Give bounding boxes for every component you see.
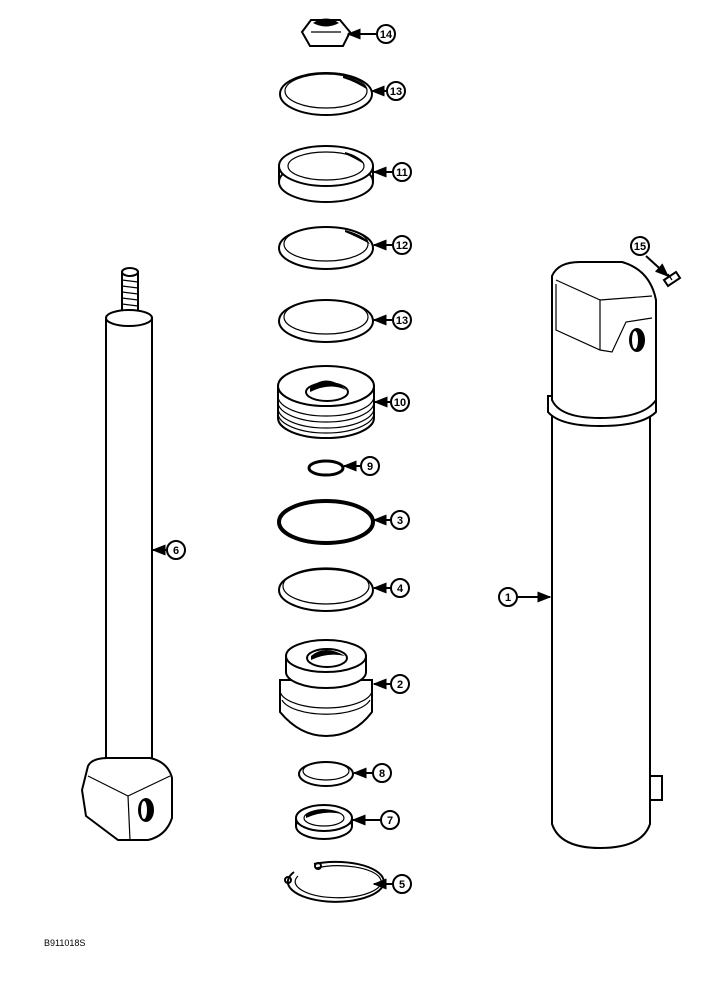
- small-o-ring-part: [307, 459, 345, 477]
- ring-part-4: [278, 567, 374, 612]
- svg-text:7: 7: [387, 815, 393, 827]
- thick-ring-part-7: [295, 804, 353, 840]
- svg-text:3: 3: [397, 515, 403, 527]
- ring-part-13-middle: [278, 299, 374, 343]
- ring-part-13-top: [279, 72, 373, 116]
- cylinder-barrel-part: [547, 261, 663, 850]
- callout-13-top: 13: [386, 81, 406, 101]
- svg-text:8: 8: [379, 768, 385, 780]
- ring-part-12: [278, 226, 374, 270]
- callout-7: 7: [380, 810, 400, 830]
- callout-14: 14: [376, 24, 396, 44]
- svg-text:10: 10: [394, 397, 406, 409]
- callout-3: 3: [390, 510, 410, 530]
- callout-10: 10: [390, 392, 410, 412]
- ring-part-8: [298, 761, 354, 787]
- piston-part: [277, 365, 375, 439]
- thick-ring-part: [278, 145, 374, 203]
- callout-6: 6: [166, 540, 186, 560]
- callout-15: 15: [630, 236, 650, 256]
- callout-9: 9: [360, 456, 380, 476]
- figure-code: B911018S: [44, 938, 86, 948]
- snap-ring-part: [284, 860, 385, 903]
- svg-text:13: 13: [396, 315, 408, 327]
- callout-11: 11: [392, 162, 412, 182]
- svg-text:15: 15: [634, 241, 646, 253]
- leader-15: [645, 255, 670, 277]
- svg-text:13: 13: [390, 86, 402, 98]
- svg-text:6: 6: [173, 545, 179, 557]
- svg-text:4: 4: [397, 583, 404, 595]
- o-ring-part-3: [277, 499, 375, 545]
- gland-part: [279, 639, 373, 738]
- callout-8: 8: [372, 763, 392, 783]
- svg-text:9: 9: [367, 461, 373, 473]
- hex-nut-part: [300, 18, 352, 47]
- callout-13-middle: 13: [392, 310, 412, 330]
- svg-text:5: 5: [399, 879, 405, 891]
- callout-5: 5: [392, 874, 412, 894]
- callout-2: 2: [390, 674, 410, 694]
- svg-text:14: 14: [380, 29, 393, 41]
- svg-text:11: 11: [396, 167, 408, 179]
- svg-text:1: 1: [505, 592, 511, 604]
- callout-12: 12: [392, 235, 412, 255]
- svg-text:2: 2: [397, 679, 403, 691]
- callout-1: 1: [498, 587, 518, 607]
- callout-4: 4: [390, 578, 410, 598]
- leader-lines: [151, 28, 670, 890]
- svg-text:12: 12: [396, 240, 408, 252]
- piston-rod-part: [80, 267, 173, 841]
